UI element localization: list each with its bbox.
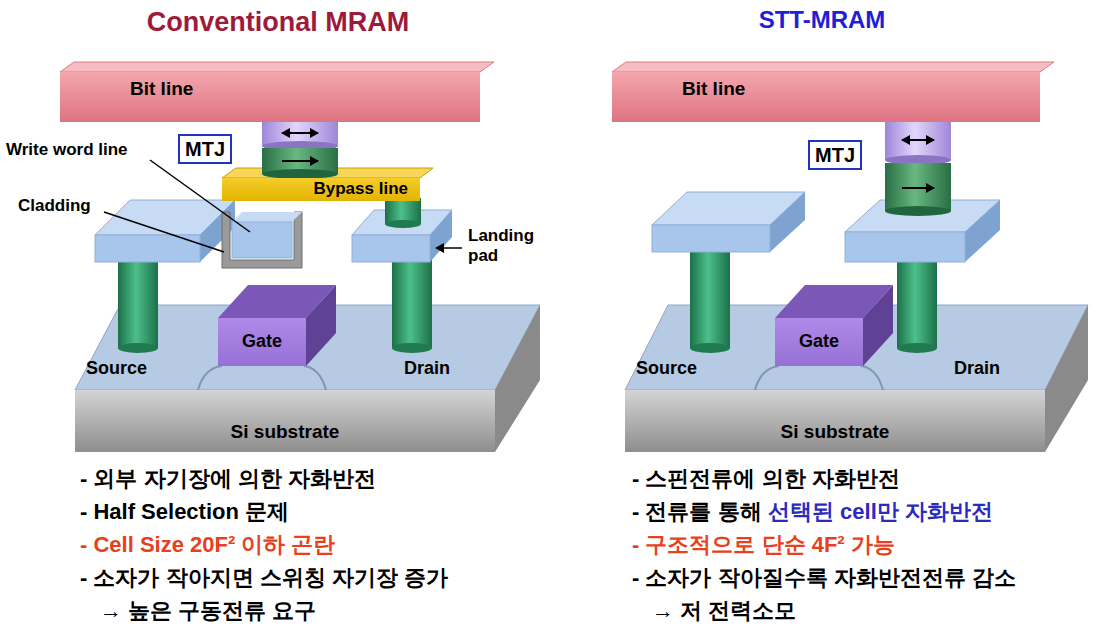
region-label: Source [636, 358, 697, 380]
bullet-text: - 외부 자기장에 의한 자화반전 [80, 466, 376, 492]
bullet-text: - 전류를 통해 [632, 499, 762, 525]
gate-block: Gate [775, 318, 863, 366]
leader-lines [104, 160, 462, 252]
node-text: Gate [799, 331, 839, 353]
bullet-highlight: 선택된 cell만 자화반전 [768, 499, 993, 525]
node-text: Si substrate [231, 421, 340, 444]
bit-line: Bit line [612, 72, 1040, 122]
part-label: Write word line [6, 140, 128, 160]
bit-line-top-left [60, 62, 494, 72]
node-text: Bypass line [314, 179, 409, 199]
part-label: Cladding [18, 196, 91, 216]
node-text: MTJ [185, 137, 225, 161]
part-label: Landing pad [468, 226, 552, 267]
panel-title: STT-MRAM [548, 6, 1096, 35]
mtj-stack-left [262, 118, 338, 179]
bullet-text: → 저 전력소모 [652, 598, 796, 624]
bullet-text: - 스핀전류에 의한 자화반전 [632, 466, 900, 492]
region-label: Source [86, 358, 147, 380]
si-substrate: Si substrate [75, 390, 495, 452]
mtj-label-box: MTJ [808, 140, 862, 170]
node-text: Bit line [682, 78, 745, 101]
si-substrate: Si substrate [625, 390, 1045, 452]
bullet-text: - 소자가 작아지면 스위칭 자기장 증가 [80, 565, 448, 591]
mtj-stack-right [885, 118, 951, 216]
gate-right [775, 285, 893, 366]
bullet-text: - 소자가 작아질수록 자화반전전류 감소 [632, 565, 1016, 591]
pillars-right [690, 250, 937, 353]
node-text: Si substrate [781, 421, 890, 444]
gate-block: Gate [218, 318, 306, 366]
node-text: Bit line [130, 78, 193, 101]
landing-pads-left [95, 198, 452, 262]
bullet-text: → 높은 구동전류 요구 [100, 598, 316, 624]
bit-line-top-right [612, 62, 1054, 72]
region-label: Drain [954, 358, 1000, 380]
region-label: Drain [404, 358, 450, 380]
bit-line: Bit line [60, 72, 480, 122]
node-text: MTJ [815, 143, 855, 167]
bullet-text: - 구조적으로 단순 4F² 가능 [632, 532, 895, 558]
bypass-line: Bypass line [222, 178, 420, 201]
pillars-left [118, 258, 432, 353]
bullet-text: - Half Selection 문제 [80, 499, 289, 525]
node-text: Gate [242, 331, 282, 353]
gate-left [218, 285, 336, 366]
bullet-text: - Cell Size 20F² 이하 곤란 [80, 532, 336, 558]
panel-title: Conventional MRAM [0, 6, 556, 38]
mtj-label-box: MTJ [178, 134, 232, 164]
